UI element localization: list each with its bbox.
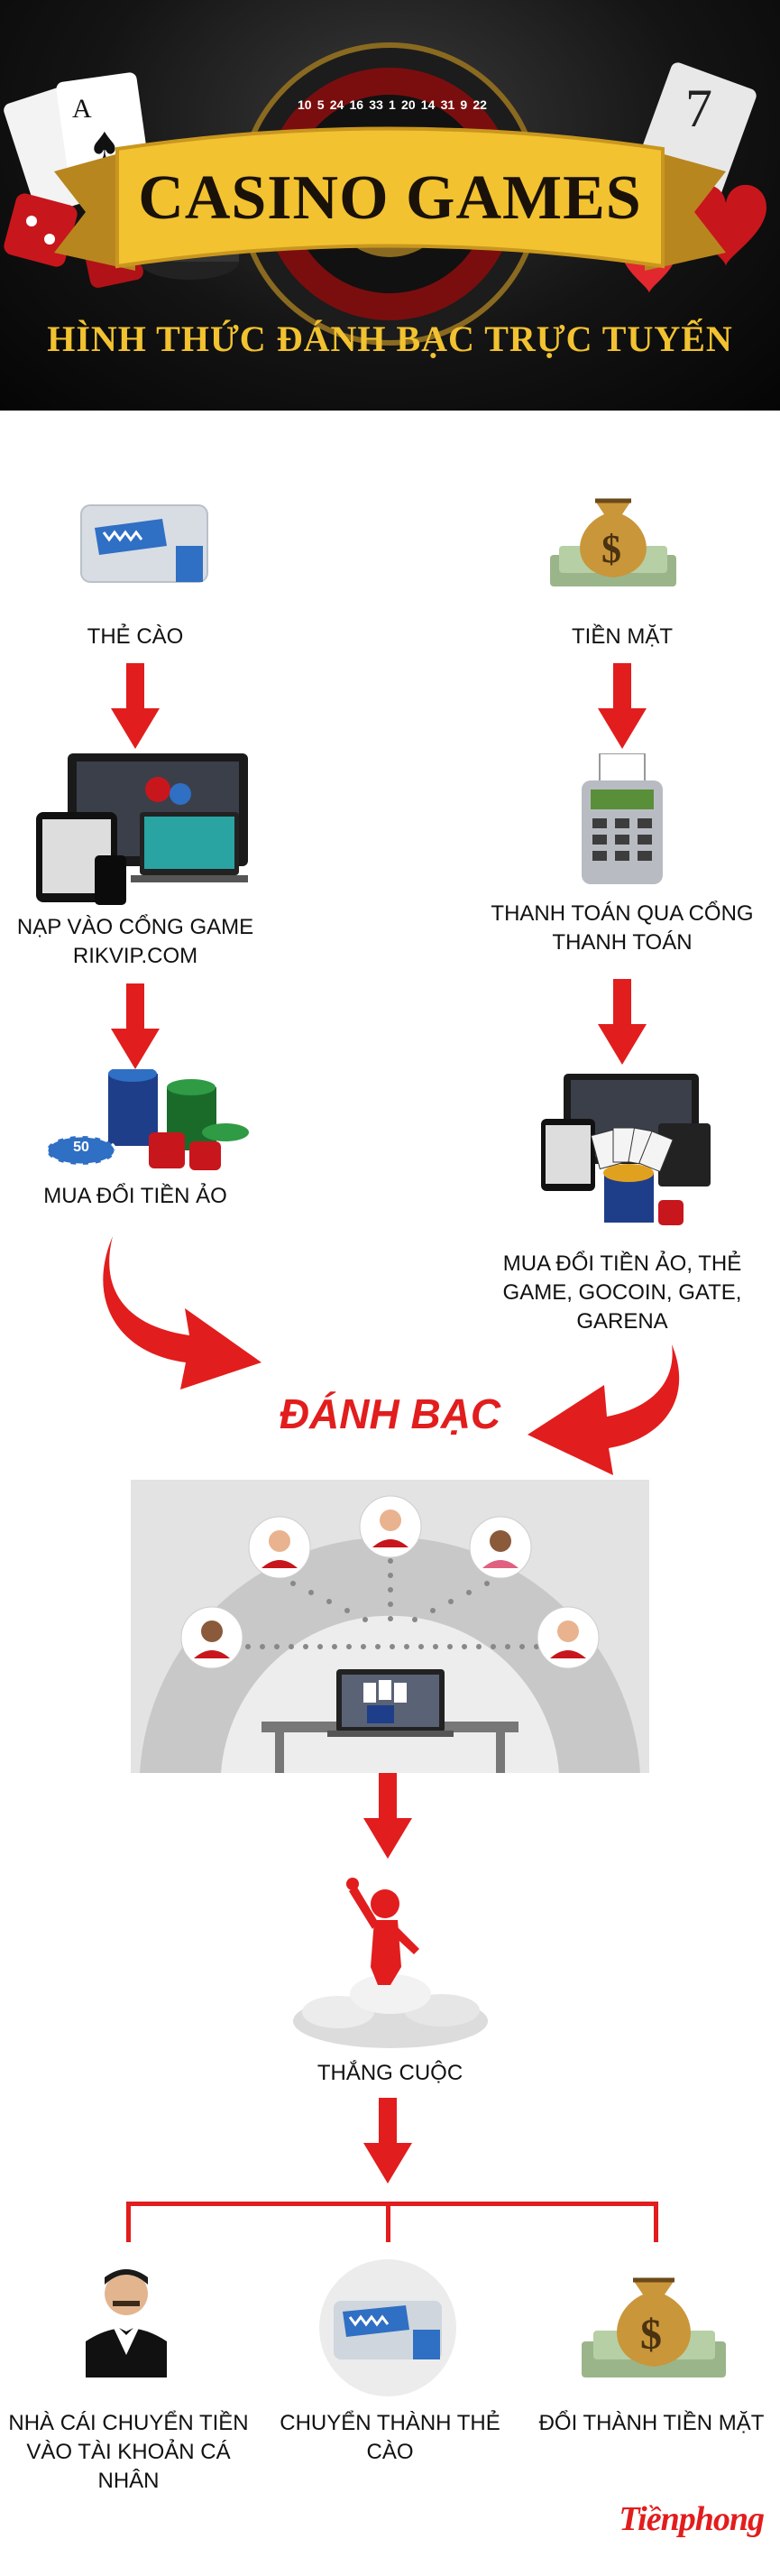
svg-text:$: $	[640, 2311, 662, 2359]
scratch-card-circle-icon	[319, 2259, 456, 2396]
outcome-connector	[126, 2202, 658, 2242]
svg-text:7: 7	[685, 78, 712, 138]
gambling-panel	[131, 1480, 649, 1773]
money-bag-icon: $	[550, 498, 676, 586]
title-ribbon	[54, 126, 726, 271]
chip-value: 50	[73, 1140, 89, 1155]
arrow-down-icon	[363, 1773, 412, 1859]
player-avatar-icon	[469, 1516, 532, 1579]
step-buy-right-line1: MUA ĐỔI TIỀN ẢO, THẺ	[502, 1251, 742, 1276]
outcome-dealer-line2: VÀO TÀI KHOẢN CÁ	[26, 2440, 231, 2464]
step-buy-right-line2: GAME, GOCOIN, GATE,	[502, 1280, 742, 1305]
heart-icon	[685, 184, 766, 266]
step-cash-label: TIỀN MẶT	[572, 624, 673, 649]
arrow-down-icon	[363, 2098, 412, 2184]
win-label: THẮNG CUỘC	[317, 2061, 463, 2085]
step-deposit-label: NẠP VÀO CỔNG GAME RIKVIP.COM	[0, 913, 271, 971]
outcome-cash-label: ĐỔI THÀNH TIỀN MẶT	[538, 2411, 765, 2435]
roulette-number: 16	[349, 97, 364, 112]
player-avatar-icon	[359, 1495, 422, 1558]
roulette-number: 33	[369, 97, 383, 112]
winner-icon	[293, 1878, 488, 2048]
roulette-number: 24	[329, 97, 344, 112]
outcome-scratch-card-label: CHUYỂN THÀNH THẺ CÀO	[280, 2411, 500, 2464]
roulette-number: 20	[401, 97, 416, 112]
player-avatar-icon	[537, 1606, 600, 1669]
arrow-down-icon	[111, 663, 160, 749]
step-buy-right-line3: GARENA	[576, 1309, 668, 1334]
step-buy-virtual-right-label: MUA ĐỔI TIỀN ẢO, THẺ GAME, GOCOIN, GATE,…	[487, 1250, 757, 1336]
player-avatar-icon	[180, 1606, 243, 1669]
roulette-number: 9	[460, 97, 468, 112]
player-avatar-icon	[248, 1516, 311, 1579]
scratch-card-icon	[80, 504, 208, 583]
gambling-heading: ĐÁNH BẠC	[279, 1390, 501, 1437]
step-buy-virtual-label: MUA ĐỔI TIỀN ẢO	[43, 1184, 227, 1208]
step-payment-line1: THANH TOÁN QUA CỔNG	[491, 901, 754, 926]
roulette-number: 22	[473, 97, 487, 112]
payment-terminal-icon	[582, 753, 663, 884]
step-payment-line2: THANH TOÁN	[552, 930, 693, 955]
step-deposit-line1: NẠP VÀO CỔNG GAME	[16, 915, 254, 939]
money-bag-outcome-icon: $	[582, 2277, 726, 2377]
curved-arrow-icon	[528, 1344, 680, 1475]
outcome-dealer-line1: NHÀ CÁI CHUYỂN TIỀN	[8, 2411, 249, 2435]
outcome-dealer-line3: NHÂN	[97, 2469, 160, 2493]
roulette-number: 10	[298, 97, 312, 112]
page-subtitle: HÌNH THỨC ĐÁNH BẠC TRỰC TUYẾN	[47, 319, 733, 359]
step-payment-gateway-label: THANH TOÁN QUA CỔNG THANH TOÁN	[487, 900, 757, 957]
casino-chips-icon	[45, 1069, 249, 1170]
roulette-number: 1	[389, 97, 396, 112]
devices-cards-icon	[541, 1074, 711, 1225]
arrow-down-icon	[598, 663, 647, 749]
roulette-number: 14	[420, 97, 436, 112]
devices-icon	[36, 753, 248, 905]
roulette-numbers: 10 5 24 16 33 1 20 14 31 9 22	[298, 97, 487, 112]
roulette-number: 31	[440, 97, 455, 112]
step-deposit-line2: RIKVIP.COM	[72, 944, 198, 968]
svg-text:A: A	[72, 94, 92, 124]
outcome-dealer-label: NHÀ CÁI CHUYỂN TIỀN VÀO TÀI KHOẢN CÁ NHÂ…	[0, 2409, 257, 2496]
header-banner: A ♠ 7	[0, 0, 780, 411]
arrow-down-icon	[111, 983, 160, 1069]
step-scratch-card-label: THẺ CÀO	[87, 624, 184, 649]
svg-text:$: $	[601, 527, 621, 571]
arrow-down-icon	[598, 979, 647, 1065]
header-art: A ♠ 7	[4, 42, 766, 346]
page-title: CASINO GAMES	[138, 163, 642, 233]
roulette-number: 5	[317, 97, 325, 112]
dealer-icon	[86, 2269, 167, 2377]
curved-arrow-icon	[103, 1236, 262, 1390]
brand-logo: Tiềnphong	[619, 2500, 765, 2538]
